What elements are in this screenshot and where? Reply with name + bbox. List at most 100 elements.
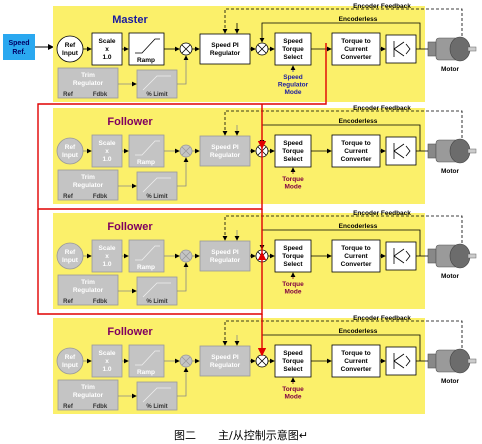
summing-cross [181,44,191,54]
converter-label: Torque to [341,350,371,357]
motor-label: Motor [441,168,460,175]
speed-torque-select-label: Select [283,156,303,163]
igbt-icon [393,41,411,57]
trim-ref-label: Ref [63,299,74,305]
ref-input-label: Input [62,362,79,369]
scale-label: x [105,358,109,365]
mode-label: Torque [282,281,304,288]
ramp-label: Ramp [137,369,155,376]
ramp-label: Ramp [137,159,155,166]
scale-block [91,134,123,168]
ramp-curve [135,245,160,261]
limit-curve [142,282,171,298]
trim-fdbk-label: Fdbk [93,194,108,200]
scale-label: Scale [99,140,116,147]
speed-torque-select-block [274,134,312,168]
scale-label: x [105,253,109,260]
speed-pi-block [199,240,251,272]
ref-input-label: Ref [65,354,76,361]
trim-regulator-label: Regulator [73,392,104,399]
encoder-feedback-line [222,215,463,243]
encoder-feedback-line [222,8,463,36]
motor-label: Motor [441,273,460,280]
igbt-icon [393,143,411,159]
trim-regulator-label: Trim [81,72,95,79]
igbt-icon [393,248,411,264]
limit-label: % Limit [146,299,167,305]
converter-label: Torque to [341,140,371,147]
limit-curve [142,75,171,91]
encoder-feedback-line [222,320,463,348]
speed-pi-label: Regulator [210,257,241,264]
converter-label: Torque to [341,245,371,252]
converter-label: Current [344,358,368,365]
converter-label: Current [344,46,368,53]
speed-torque-select-label: Select [283,261,303,268]
ref-input-block [56,137,84,165]
speed-torque-select-block [274,32,312,66]
ref-input-block [56,347,84,375]
speed-ref-label: Ref. [12,49,25,56]
encoderless-label: Encoderless [339,328,378,335]
motor-shaft [467,358,477,364]
ref-input-block [56,242,84,270]
connector [177,262,189,292]
summing-cross [181,146,191,156]
scale-label: 1.0 [102,156,111,163]
limit-curve [142,177,171,193]
ramp-label: Ramp [137,57,155,64]
ramp-curve [135,350,160,366]
limit-block [136,381,178,411]
trim-regulator-label: Trim [81,384,95,391]
trim-regulator-label: Regulator [73,80,104,87]
ref-input-label: Ref [65,249,76,256]
motor-label: Motor [441,66,460,73]
trim-fdbk-label: Fdbk [93,92,108,98]
speed-torque-select-label: Speed [283,245,303,252]
encoder-feedback-label: Encoder Feedback [353,210,411,217]
panel-title: Master [112,14,148,26]
panel-title: Follower [107,221,153,233]
converter-label: Converter [341,366,372,373]
scale-label: x [105,46,109,53]
motor-end [449,243,471,269]
trim-ref-label: Ref [63,404,74,410]
speed-pi-label: Speed PI [211,42,239,49]
motor-end [449,36,471,62]
ref-input-label: Input [62,257,79,264]
scale-block [91,239,123,273]
converter-label: Current [344,253,368,260]
encoderless-label: Encoderless [339,223,378,230]
trim-fdbk-label: Fdbk [93,404,108,410]
speed-pi-label: Speed PI [211,144,239,151]
trim-regulator-label: Regulator [73,182,104,189]
scale-block [91,32,123,66]
speed-torque-select-label: Torque [282,253,304,260]
panel-title: Follower [107,116,153,128]
trim-regulator-label: Trim [81,279,95,286]
ramp-block [128,239,165,273]
scale-label: Scale [99,245,116,252]
trim-regulator-block [57,274,119,306]
scale-label: 1.0 [102,366,111,373]
speed-torque-select-label: Select [283,366,303,373]
motor-flange [427,353,437,369]
mode-label: Regulator [278,82,309,89]
motor-flange [427,248,437,264]
speed-pi-label: Regulator [210,50,241,57]
converter-label: Converter [341,54,372,61]
connector [177,157,189,187]
motor-shaft [467,148,477,154]
speed-pi-label: Speed PI [211,354,239,361]
scale-label: Scale [99,38,116,45]
speed-torque-select-label: Select [283,54,303,61]
torque-reference-link [37,209,267,315]
speed-torque-select-label: Torque [282,358,304,365]
igbt-icon [393,353,411,369]
ramp-block [128,344,165,378]
